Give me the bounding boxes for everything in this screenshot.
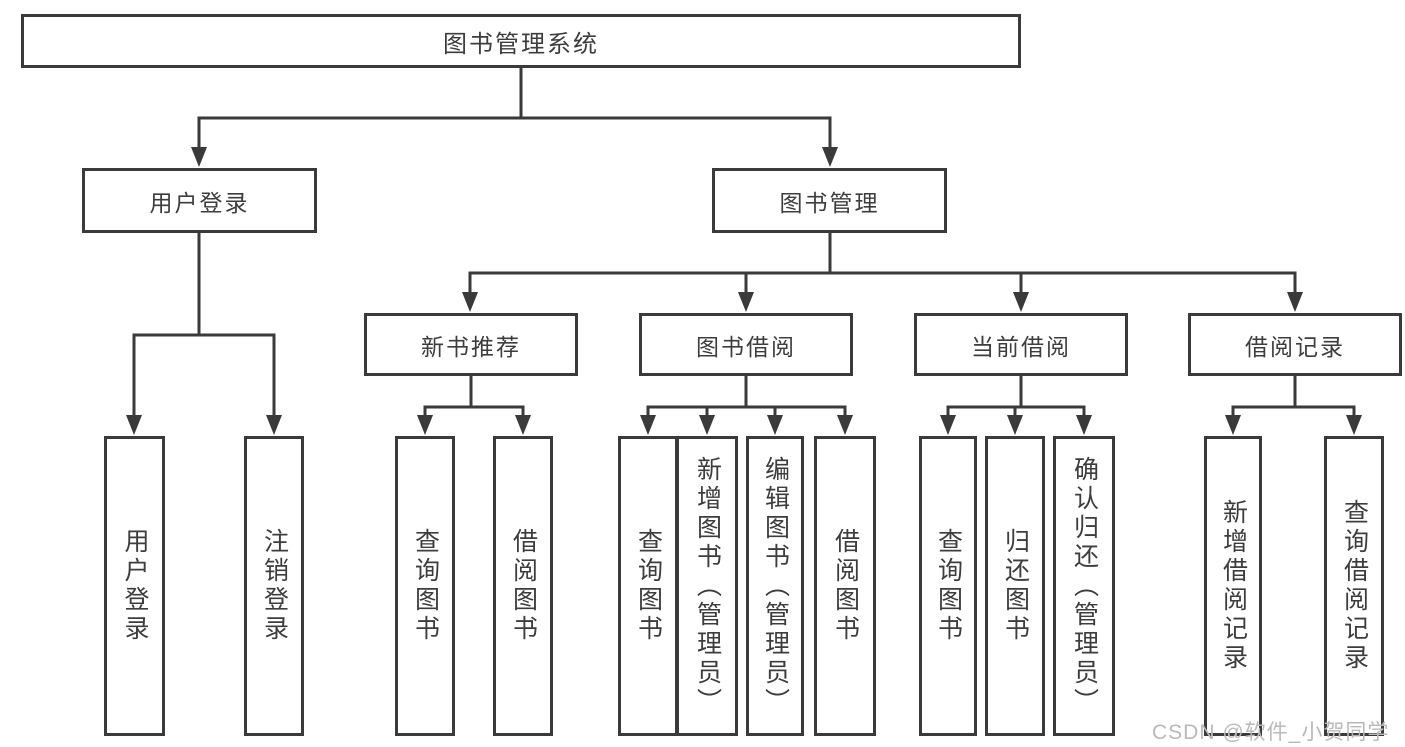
arrowhead-icons <box>126 147 1362 435</box>
connector-paths <box>132 68 1356 418</box>
node-current-borrow-label: 当前借阅 <box>971 333 1071 360</box>
watermark: CSDN @软件_小贺同学 <box>1152 721 1390 744</box>
leaf-borrow-books-2-label: 借阅图书 <box>831 528 860 644</box>
leaf-edit-book-admin-label: 编辑图书（管理员） <box>761 455 790 717</box>
leaf-logout-label: 注销登录 <box>260 528 289 644</box>
leaf-add-borrow-record: 新增借阅记录 <box>1204 436 1262 736</box>
leaf-query-books-3: 查询图书 <box>919 436 977 736</box>
leaf-user-login: 用户登录 <box>104 436 165 736</box>
node-borrow-records-label: 借阅记录 <box>1245 333 1345 360</box>
leaf-query-books-3-label: 查询图书 <box>934 528 963 644</box>
leaf-add-book-admin-label: 新增图书（管理员） <box>693 455 722 717</box>
node-new-book-recommend-label: 新书推荐 <box>421 333 521 360</box>
node-root: 图书管理系统 <box>21 14 1021 68</box>
node-new-book-recommend: 新书推荐 <box>364 313 578 376</box>
node-user-login-branch-label: 用户登录 <box>149 189 250 216</box>
leaf-return-book: 归还图书 <box>985 436 1045 736</box>
node-root-label: 图书管理系统 <box>443 30 599 58</box>
leaf-query-books-2: 查询图书 <box>618 436 678 736</box>
leaf-query-books-1: 查询图书 <box>395 436 455 736</box>
leaf-query-books-2-label: 查询图书 <box>634 528 663 644</box>
leaf-confirm-return-admin-label: 确认归还（管理员） <box>1070 455 1099 717</box>
leaf-add-book-admin: 新增图书（管理员） <box>676 436 738 736</box>
leaf-borrow-books-1: 借阅图书 <box>493 436 553 736</box>
leaf-borrow-books-1-label: 借阅图书 <box>509 528 538 644</box>
node-book-management-label: 图书管理 <box>779 189 880 216</box>
leaf-confirm-return-admin: 确认归还（管理员） <box>1053 436 1115 736</box>
node-user-login-branch: 用户登录 <box>82 168 317 233</box>
leaf-borrow-books-2: 借阅图书 <box>814 436 876 736</box>
leaf-query-borrow-record: 查询借阅记录 <box>1324 436 1384 736</box>
leaf-query-borrow-record-label: 查询借阅记录 <box>1340 499 1369 673</box>
leaf-query-books-1-label: 查询图书 <box>411 528 440 644</box>
leaf-add-borrow-record-label: 新增借阅记录 <box>1219 499 1248 673</box>
node-borrow-records: 借阅记录 <box>1188 313 1402 376</box>
node-book-management: 图书管理 <box>712 168 947 233</box>
leaf-return-book-label: 归还图书 <box>1001 528 1030 644</box>
node-current-borrow: 当前借阅 <box>914 313 1128 376</box>
leaf-edit-book-admin: 编辑图书（管理员） <box>746 436 804 736</box>
node-book-borrow: 图书借阅 <box>639 313 853 376</box>
leaf-user-login-label: 用户登录 <box>121 528 149 644</box>
node-book-borrow-label: 图书借阅 <box>696 333 796 360</box>
leaf-logout: 注销登录 <box>244 436 304 736</box>
